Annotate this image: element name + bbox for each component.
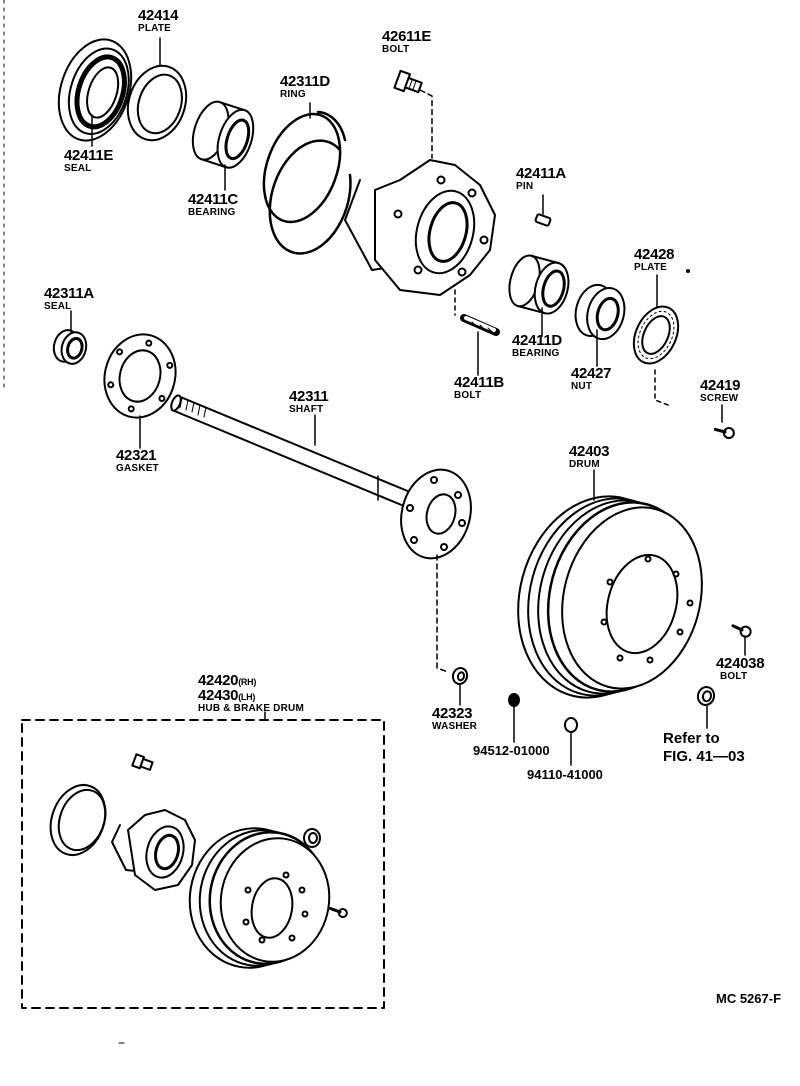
part-94512-drawing <box>508 693 520 707</box>
part-number: 42414 <box>138 7 179 24</box>
hub-drawing <box>344 159 496 296</box>
part-name: PIN <box>516 181 534 192</box>
part-number-lh: 42430 <box>198 687 239 704</box>
part-number: 42419 <box>700 377 741 394</box>
part-name: RING <box>280 89 306 100</box>
hub-lh-line: 42430(LH) <box>198 688 304 703</box>
plate-42428-drawing <box>632 305 680 365</box>
label-42611E: 42611E BOLT <box>382 29 431 55</box>
part-number: 42311 <box>289 388 329 405</box>
label-42428: 42428 PLATE <box>634 246 675 273</box>
part-number: 42428 <box>634 246 675 263</box>
label-42323: 42323 WASHER <box>432 706 477 732</box>
screw-42419-drawing <box>713 427 735 440</box>
bearing-42411D-drawing <box>508 254 570 315</box>
label-42321: 42321 GASKET <box>116 448 159 474</box>
bearing-42411C-drawing <box>191 100 255 169</box>
shaft-42311-drawing <box>170 394 472 560</box>
label-42419: 42419 SCREW <box>700 377 741 404</box>
stray-mark <box>686 269 690 273</box>
part-94110-drawing <box>564 717 578 733</box>
hub-brake-drum-assembly-drawing <box>49 753 348 969</box>
hub-brake-drum-box <box>21 719 385 1009</box>
bolt-42611E-leader <box>419 89 433 159</box>
part-name: GASKET <box>116 463 159 474</box>
gasket-42321-drawing <box>103 333 177 419</box>
part-name: PLATE <box>634 262 668 273</box>
seal-42411E-drawing <box>57 38 133 142</box>
part-name: BOLT <box>382 44 410 55</box>
part-number: 94110-41000 <box>527 767 603 782</box>
reference-note: Refer to FIG. 41—03 <box>663 731 745 764</box>
nut-42427-drawing <box>574 283 626 341</box>
part-name: SCREW <box>700 393 739 404</box>
label-42427: 42427 NUT <box>571 365 612 392</box>
ring-42311D-body <box>262 112 342 224</box>
part-number: 42311A <box>44 285 94 302</box>
label-42411D: 42411D BEARING <box>512 333 562 359</box>
label-42411E: 42411E SEAL <box>64 148 113 174</box>
reference-nut-drawing <box>696 686 716 706</box>
part-number: 42427 <box>571 365 612 382</box>
part-number: 424038 <box>716 655 765 672</box>
part-name: BOLT <box>720 671 748 682</box>
bolt-42611E-drawing <box>393 69 423 94</box>
washer-42323-drawing <box>451 667 469 685</box>
part-name: NUT <box>571 381 593 392</box>
drum-42403-drawing <box>517 495 703 699</box>
part-number: 42311D <box>280 73 330 90</box>
part-name: PLATE <box>138 23 172 34</box>
part-name: BOLT <box>454 390 482 401</box>
diagram-code: MC 5267-F <box>716 992 781 1005</box>
part-number: 42411B <box>454 374 504 391</box>
plate-42414-drawing <box>126 64 188 142</box>
part-number: 42323 <box>432 705 473 722</box>
part-name: SEAL <box>44 301 72 312</box>
hub-rh-line: 42420(RH) <box>198 673 304 688</box>
label-42411C: 42411C BEARING <box>188 192 238 218</box>
diagram-code-text: MC 5267-F <box>716 991 782 1006</box>
label-94512: 94512-01000 <box>473 744 550 757</box>
part-number: 42411C <box>188 191 238 208</box>
part-number-rh: 42420 <box>198 672 239 689</box>
reference-line-1: Refer to <box>663 730 720 747</box>
part-number: 94512-01000 <box>473 743 550 758</box>
label-94110: 94110-41000 <box>527 768 603 781</box>
part-name: SEAL <box>64 163 92 174</box>
part-name: WASHER <box>432 721 478 732</box>
part-number: 42411D <box>512 332 562 349</box>
part-name: DRUM <box>569 459 600 470</box>
rh-suffix: (RH) <box>238 677 257 687</box>
label-hub-brake-drum: 42420(RH) 42430(LH) HUB & BRAKE DRUM <box>198 673 304 714</box>
part-name: BEARING <box>512 348 560 359</box>
part-number: 42321 <box>116 447 157 464</box>
label-42403: 42403 DRUM <box>569 443 610 470</box>
bolt-424038-drawing <box>731 624 752 638</box>
label-424038: 424038 BOLT <box>716 655 765 682</box>
label-42311D: 42311D RING <box>280 74 330 100</box>
part-number: 42411A <box>516 165 566 182</box>
plate-42428-leader <box>654 369 669 406</box>
lh-suffix: (LH) <box>238 692 256 702</box>
part-number: 42411E <box>64 147 114 164</box>
label-42411A: 42411A PIN <box>516 166 566 192</box>
label-42414: 42414 PLATE <box>138 7 179 34</box>
part-number: 42611E <box>382 28 432 45</box>
shaft-42311-leader <box>436 554 449 673</box>
part-name: BEARING <box>188 207 236 218</box>
bolt-42411B-drawing <box>460 314 500 336</box>
reference-line-2: FIG. 41—03 <box>663 748 745 765</box>
ring-42311D-drawing <box>268 110 352 255</box>
part-number: 42403 <box>569 443 610 460</box>
part-name: HUB & BRAKE DRUM <box>198 703 304 714</box>
label-42311A: 42311A SEAL <box>44 286 94 312</box>
label-42311: 42311 SHAFT <box>289 388 329 415</box>
part-name: SHAFT <box>289 404 324 415</box>
pin-42411A-drawing <box>534 213 552 227</box>
seal-42311A-drawing <box>52 329 88 365</box>
label-42411B: 42411B BOLT <box>454 375 504 401</box>
